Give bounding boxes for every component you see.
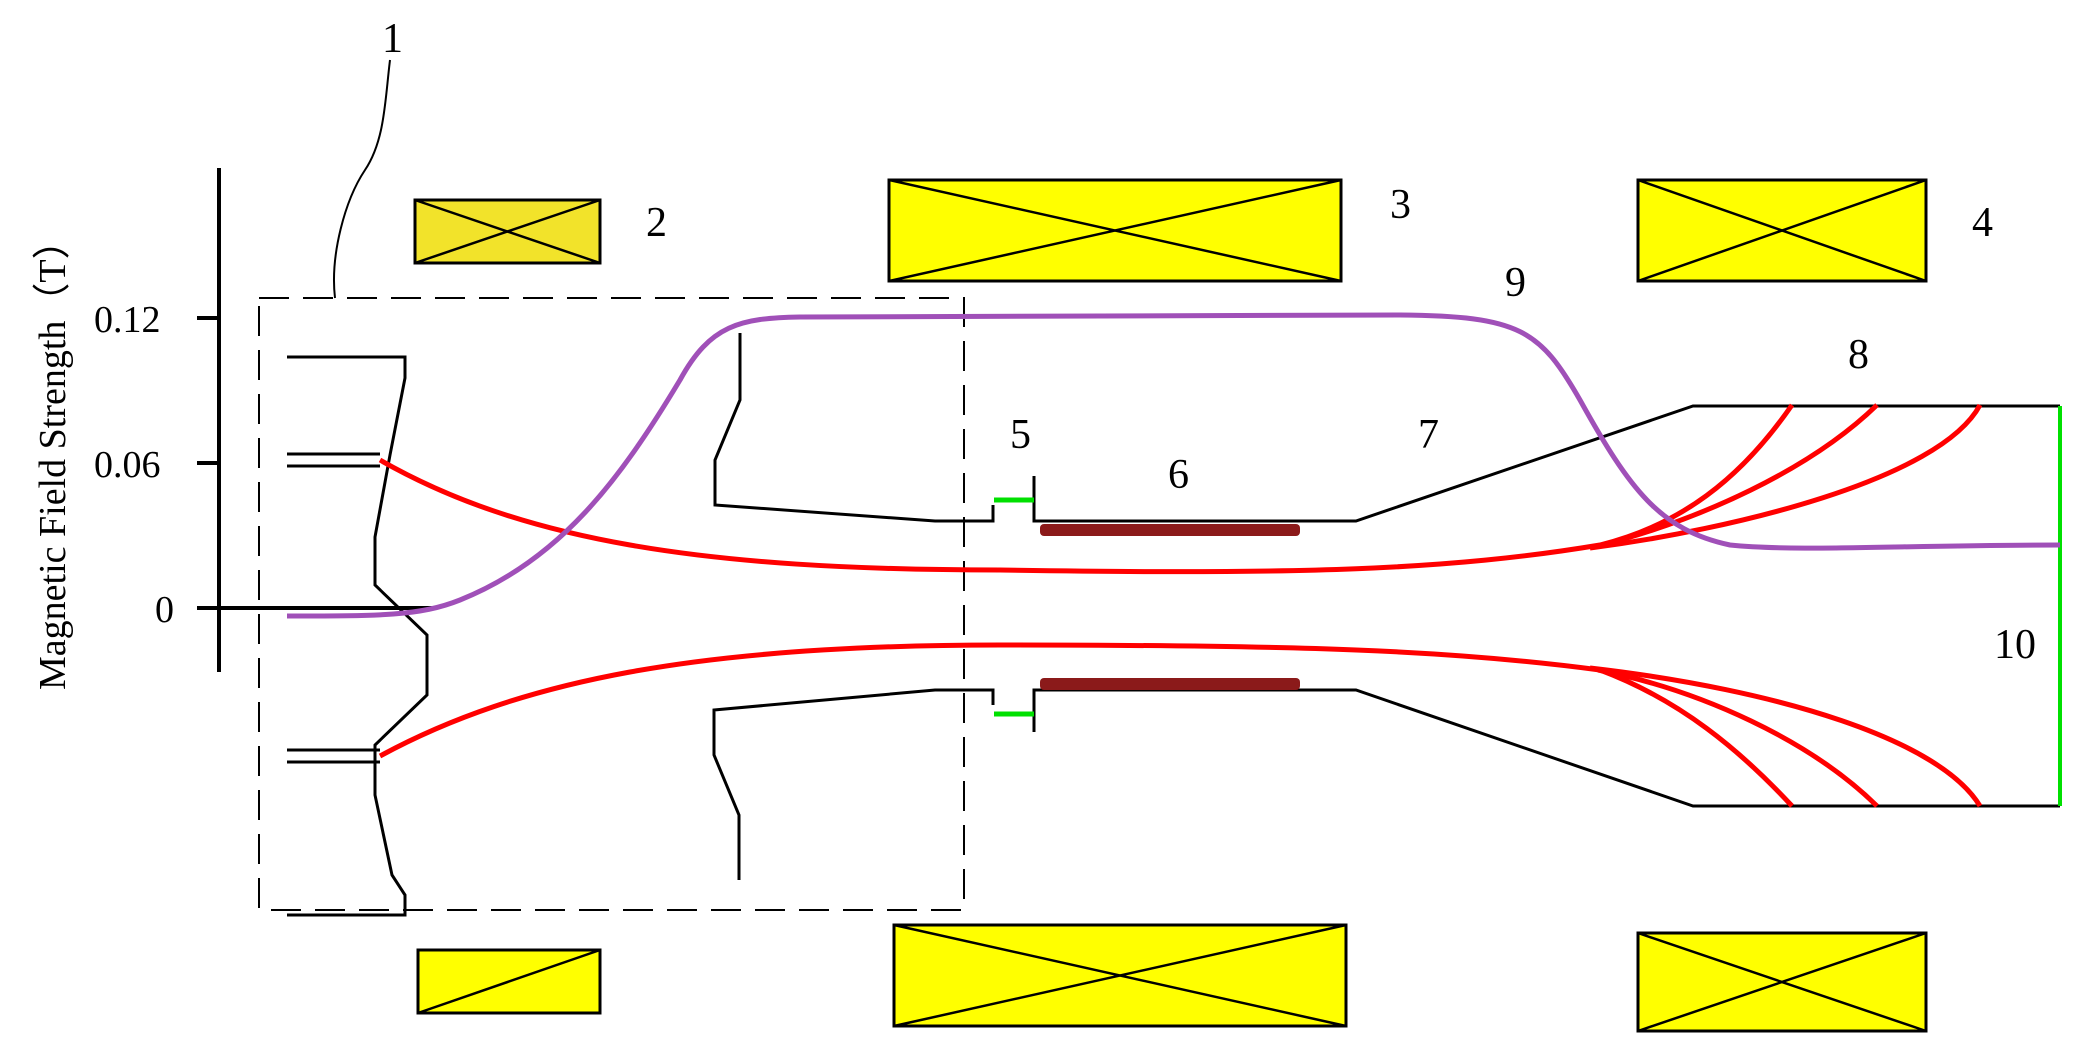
label-9: 9: [1505, 260, 1526, 306]
coil-4-top: [1636, 178, 1928, 283]
gun-region-dashed-box: [258, 297, 965, 911]
magnetic-field-profile: [286, 312, 2061, 619]
label-1: 1: [382, 16, 403, 62]
green-gap-elements: [994, 406, 2062, 806]
tick-label-0: 0: [155, 589, 174, 631]
attenuator-top: [1040, 524, 1300, 536]
tick-label-0-06: 0.06: [94, 444, 161, 486]
electron-beam: [378, 403, 1983, 808]
axis-title: Magnetic Field Strength（T）: [32, 221, 74, 690]
waveguide-wall: [1032, 404, 2060, 808]
label-7: 7: [1418, 412, 1439, 458]
label-3: 3: [1390, 182, 1411, 228]
field-axis: [197, 168, 437, 672]
label-8: 8: [1848, 332, 1869, 378]
label-2: 2: [646, 200, 667, 246]
coil-2-top: [413, 198, 602, 265]
tick-label-0-12: 0.12: [94, 299, 161, 341]
coil-4-bottom: [1636, 931, 1928, 1033]
attenuator-bottom: [1040, 678, 1300, 690]
label-4: 4: [1972, 200, 1993, 246]
cathode: [287, 355, 429, 917]
label-10: 10: [1994, 622, 2036, 668]
label-6: 6: [1168, 452, 1189, 498]
coil-2-bottom: [416, 948, 602, 1015]
coil-3-bottom: [892, 923, 1348, 1028]
anode: [712, 333, 995, 880]
coil-3-top: [887, 178, 1343, 283]
label-1-leader: [333, 59, 391, 299]
label-5: 5: [1010, 412, 1031, 458]
